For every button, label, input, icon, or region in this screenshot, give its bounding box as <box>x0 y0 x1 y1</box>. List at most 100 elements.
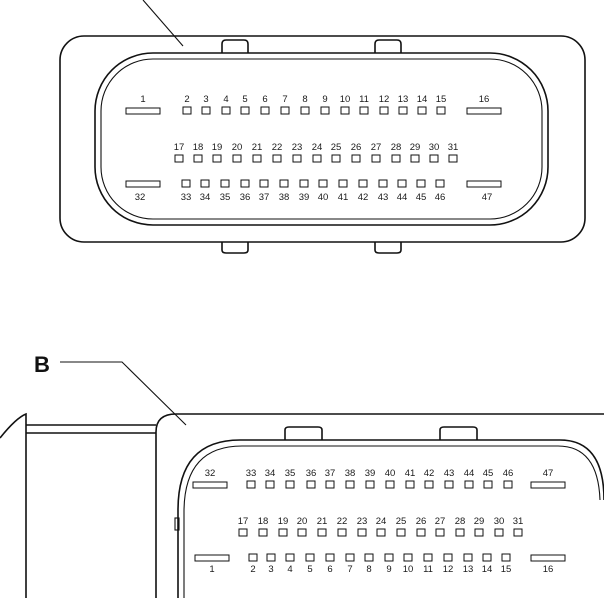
connector-a-top-labels: 1 2 3 4 5 6 7 8 9 10 11 12 13 14 15 16 <box>140 94 489 105</box>
pin-socket <box>435 179 445 188</box>
pin-socket <box>297 528 307 537</box>
connector-a-pin-field-outer <box>94 52 549 226</box>
pin-socket <box>424 480 434 489</box>
pin-label: 42 <box>424 468 435 479</box>
pin-label: 41 <box>338 192 349 203</box>
pin-socket-large <box>466 180 502 188</box>
pin-label: 31 <box>513 516 524 527</box>
pin-label: 13 <box>463 564 474 575</box>
pin-socket <box>376 528 386 537</box>
pin-socket <box>238 528 248 537</box>
pin-socket <box>232 154 242 163</box>
pin-socket <box>435 528 445 537</box>
pin-socket <box>325 553 335 562</box>
pin-label: 26 <box>416 516 427 527</box>
pin-label: 14 <box>482 564 493 575</box>
pin-label: 31 <box>448 142 459 153</box>
pin-label: 4 <box>287 564 292 575</box>
pin-label: 7 <box>282 94 287 105</box>
connector-a-callout-leader <box>142 0 184 47</box>
connector-b-callout-leader <box>60 361 187 426</box>
pin-label: 33 <box>246 468 257 479</box>
pin-socket <box>280 106 290 115</box>
pin-socket <box>391 154 401 163</box>
pin-label: 46 <box>503 468 514 479</box>
pin-socket <box>385 480 395 489</box>
pin-label: 42 <box>358 192 369 203</box>
pin-label: 30 <box>494 516 505 527</box>
pin-label: 44 <box>397 192 408 203</box>
pin-label: 47 <box>482 192 493 203</box>
pin-label: 21 <box>317 516 328 527</box>
pin-label: 35 <box>220 192 231 203</box>
pin-label: 29 <box>410 142 421 153</box>
pin-label: 32 <box>205 468 216 479</box>
pin-label: 13 <box>398 94 409 105</box>
pin-label: 28 <box>391 142 402 153</box>
pin-socket-large <box>192 481 228 489</box>
pin-socket <box>365 480 375 489</box>
pin-label: 40 <box>385 468 396 479</box>
pin-label: 34 <box>200 192 211 203</box>
pin-socket <box>482 553 492 562</box>
pin-socket <box>246 480 256 489</box>
pin-socket <box>405 480 415 489</box>
pin-label: 11 <box>359 94 369 105</box>
pin-socket <box>181 179 191 188</box>
pin-socket-large <box>466 107 502 115</box>
connector-b-side-key <box>174 517 180 531</box>
connector-a-housing <box>59 35 586 243</box>
pin-label: 27 <box>435 516 446 527</box>
pin-label: 19 <box>212 142 223 153</box>
pin-socket <box>272 154 282 163</box>
pin-label: 9 <box>386 564 391 575</box>
pin-label: 23 <box>292 142 303 153</box>
connector-a: 1 2 3 4 5 6 7 8 9 10 11 12 13 14 15 16 1… <box>59 0 586 254</box>
connector-a-bottom-tab-left <box>221 242 249 254</box>
pin-label: 36 <box>240 192 251 203</box>
pin-socket <box>200 179 210 188</box>
pin-label: 2 <box>184 94 189 105</box>
pin-label: 26 <box>351 142 362 153</box>
pin-socket <box>474 528 484 537</box>
pin-socket-large <box>530 481 566 489</box>
pin-label: 8 <box>366 564 371 575</box>
pin-label: 11 <box>423 564 433 575</box>
connector-a-pin-field-inner <box>100 58 543 220</box>
pin-label: 12 <box>443 564 454 575</box>
pin-label: 38 <box>279 192 290 203</box>
pin-label: 17 <box>238 516 249 527</box>
pin-socket <box>300 106 310 115</box>
connector-b-boot-left-edge <box>0 412 27 598</box>
connector-b-housing <box>155 413 604 598</box>
pin-socket <box>221 106 231 115</box>
pin-socket <box>417 106 427 115</box>
pin-label: 23 <box>357 516 368 527</box>
pin-socket <box>463 553 473 562</box>
pin-label: 37 <box>259 192 270 203</box>
pin-socket <box>396 528 406 537</box>
pin-socket <box>464 480 474 489</box>
pin-label: 45 <box>416 192 427 203</box>
pin-label: 15 <box>501 564 512 575</box>
pin-socket <box>317 528 327 537</box>
pin-socket <box>248 553 258 562</box>
pin-socket <box>306 480 316 489</box>
pin-label: 44 <box>464 468 475 479</box>
pin-label: 17 <box>174 142 185 153</box>
pin-socket <box>201 106 211 115</box>
pin-socket-large <box>125 180 161 188</box>
pin-label: 3 <box>203 94 208 105</box>
pin-label: 19 <box>278 516 289 527</box>
pin-socket <box>379 106 389 115</box>
pin-label: 35 <box>285 468 296 479</box>
pin-label: 5 <box>307 564 312 575</box>
pin-label: 25 <box>331 142 342 153</box>
pin-socket <box>266 553 276 562</box>
pin-socket <box>325 480 335 489</box>
connector-b-middle-labels: 17 18 19 20 21 22 23 24 25 26 27 28 29 3… <box>238 516 524 527</box>
pin-socket <box>305 553 315 562</box>
connector-b-pin-field-outer <box>177 439 604 598</box>
pin-socket <box>285 480 295 489</box>
pin-socket <box>429 154 439 163</box>
